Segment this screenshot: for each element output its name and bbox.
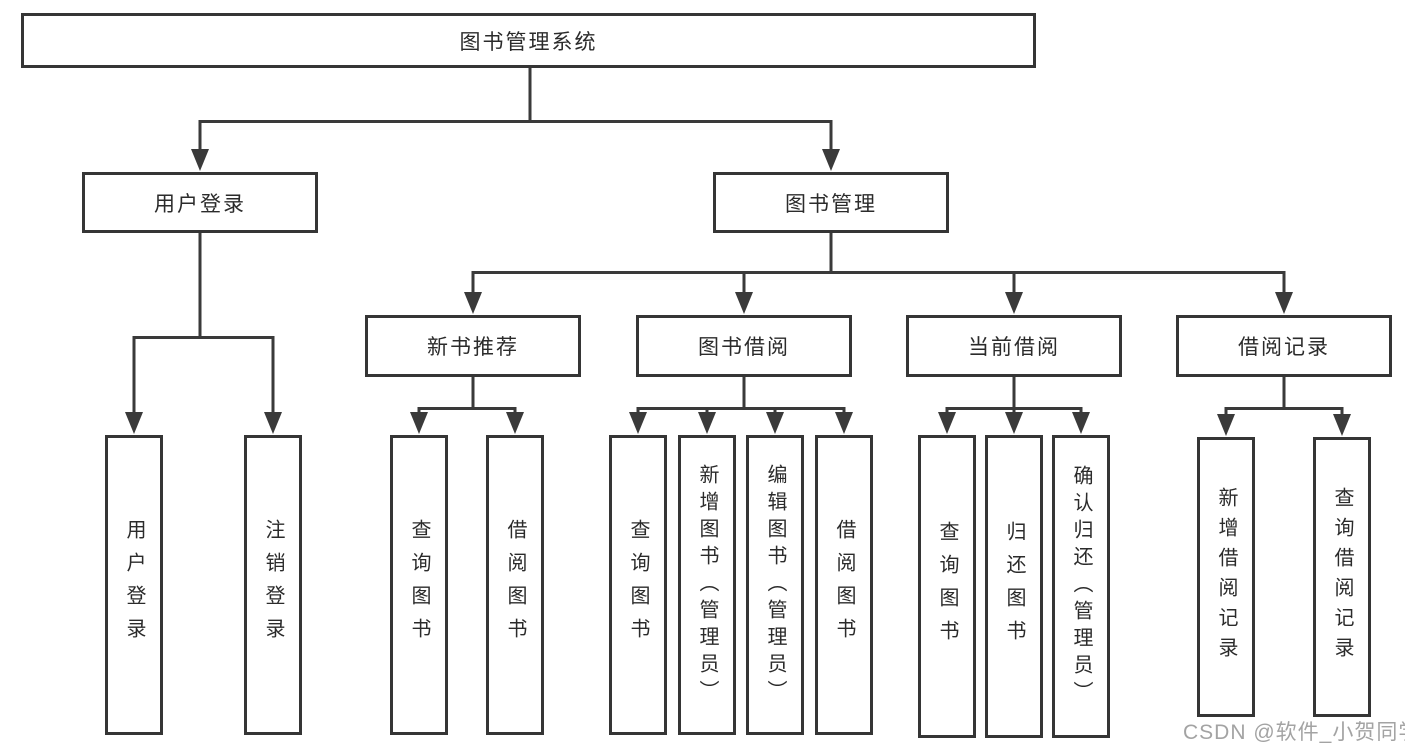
node-system-root: 图书管理系统: [21, 13, 1036, 68]
csdn-watermark: CSDN @软件_小贺同学: [1183, 721, 1405, 744]
node-leaf-query-borrow-record: 查询借阅记录: [1313, 437, 1371, 717]
node-book-management: 图书管理: [713, 172, 949, 233]
node-leaf-query-books-3: 查询图书: [918, 435, 976, 738]
node-leaf-query-books-1: 查询图书: [390, 435, 448, 735]
node-new-book-recommend: 新书推荐: [365, 315, 581, 377]
node-leaf-return-books: 归还图书: [985, 435, 1043, 738]
node-current-borrowing: 当前借阅: [906, 315, 1122, 377]
node-leaf-confirm-return-admin: 确认归还（管理员）: [1052, 435, 1110, 738]
node-book-borrowing: 图书借阅: [636, 315, 852, 377]
node-leaf-edit-books-admin: 编辑图书（管理员）: [746, 435, 804, 735]
node-leaf-borrow-books-2: 借阅图书: [815, 435, 873, 735]
arrowheads: [125, 149, 1351, 436]
node-leaf-add-borrow-record: 新增借阅记录: [1197, 437, 1255, 717]
node-user-login: 用户登录: [82, 172, 318, 233]
node-leaf-add-books-admin: 新增图书（管理员）: [678, 435, 736, 735]
node-leaf-user-login: 用户登录: [105, 435, 163, 735]
node-leaf-logout: 注销登录: [244, 435, 302, 735]
node-leaf-borrow-books-1: 借阅图书: [486, 435, 544, 735]
node-borrowing-records: 借阅记录: [1176, 315, 1392, 377]
node-leaf-query-books-2: 查询图书: [609, 435, 667, 735]
